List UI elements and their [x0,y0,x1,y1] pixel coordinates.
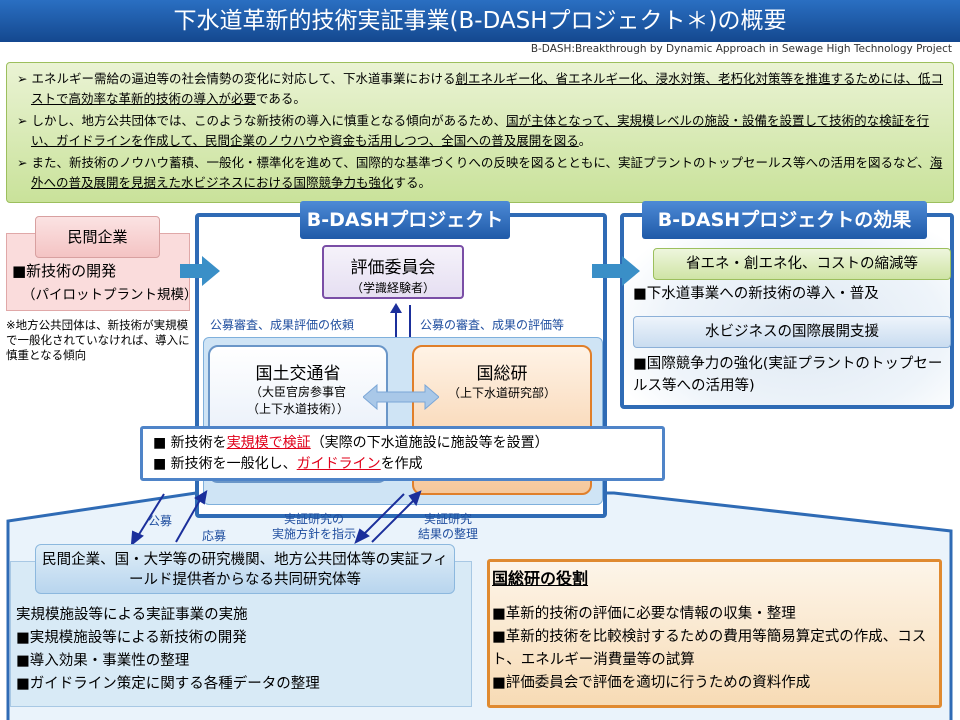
flow-arrows-icon [130,490,422,547]
evaluation-committee: 評価委員会 （学識経験者） [322,245,464,299]
nilim-sub: （上下水道研究部） [447,386,556,400]
nilim-name: 国総研 [476,364,528,384]
page-title: 下水道革新的技術実証事業(B-DASHプロジェクト＊)の概要 [0,0,960,42]
intro-text: する。 [393,175,432,190]
nilim-role-item: ■評価委員会で評価を適切に行うための資料作成 [492,675,811,691]
nilim-role-box [487,559,942,708]
effect-energy-heading: 省エネ・創エネ化、コストの縮減等 [653,248,951,280]
task-line-1: ■ 新技術を実規模で検証（実際の下水道施設に施設等を設置） [153,433,652,454]
task-text: ■ 新技術を一般化し、 [153,456,297,472]
effect-energy-body: ■下水道事業への新技術の導入・普及 [633,286,879,302]
label-review: 公募の審査、成果の評価等 [420,318,565,332]
subtitle: B-DASH:Breakthrough by Dynamic Approach … [530,43,952,55]
arrow-right-icon [592,256,640,286]
nilim-role-item: ■革新的技術の評価に必要な情報の収集・整理 [492,606,796,622]
label-policy: 実証研究の 実施方針を指示 [271,512,356,541]
intro-line-3: ➢ また、新技術のノウハウ蓄積、一般化・標準化を進めて、国際的な基準づくりへの反… [17,155,943,190]
consortium-item: ■ガイドライン策定に関する各種データの整理 [16,676,320,692]
task-highlight: 実規模で検証 [226,435,311,451]
intro-text: エネルギー需給の逼迫等の社会情勢の変化に対応して、下水道事業における [31,71,456,86]
effect-water-business-body: ■国際競争力の強化(実証プラントのトップセールス等への活用等) [633,356,943,394]
private-company-line: （パイロットプラント規模） [22,287,198,303]
task-text: ■ 新技術を [153,435,227,451]
intro-text: 。 [578,133,592,148]
effect-title: B-DASHプロジェクトの効果 [642,201,927,239]
label-oubo: 応募 [202,529,227,543]
task-text: （実際の下水道施設に施設等を設置） [310,435,549,451]
nilim-role-list: ■革新的技術の評価に必要な情報の収集・整理 ■革新的技術を比較検討するための費用… [492,603,940,695]
title-text: 下水道革新的技術実証事業(B-DASHプロジェクト＊)の概要 [173,8,787,34]
consortium-item: ■導入効果・事業性の整理 [16,653,190,669]
nilim-role-title: 国総研の役割 [492,569,589,588]
label-results: 実証研究 結果の整理 [417,512,478,541]
effect-water-business-heading: 水ビジネスの国際展開支援 [633,316,951,348]
intro-box: ➢ エネルギー需給の逼迫等の社会情勢の変化に対応して、下水道事業における創エネル… [6,62,954,203]
task-text: を作成 [380,456,423,472]
committee-sub: （学識経験者） [350,281,435,295]
intro-text: しかし、地方公共団体では、このような新技術の導入に慎重となる傾向があるため、 [31,113,507,128]
consortium-item: ■実規模施設等による新技術の開発 [16,630,247,646]
committee-name: 評価委員会 [350,258,436,278]
label-request: 公募審査、成果評価の依頼 [210,318,355,332]
intro-text: また、新技術のノウハウ蓄積、一般化・標準化を進めて、国際的な基準づくりへの反映を… [31,155,930,170]
consortium-list: 実規模施設等による実証事業の実施 ■実規模施設等による新技術の開発 ■導入効果・… [16,604,471,696]
task-highlight: ガイドライン [296,456,381,472]
intro-emphasis: 国が主体となって、実規模レベルの施設・設備を設置して技術的な検証を行い、ガイドラ… [31,113,930,148]
effect-frame [620,213,954,409]
mlit-name: 国土交通省 [255,364,341,384]
private-company-line: ■新技術の開発 [12,262,117,280]
task-line-2: ■ 新技術を一般化し、ガイドラインを作成 [153,454,652,475]
nilim-role-item: ■革新的技術を比較検討するための費用等簡易算定式の作成、コスト、エネルギー消費量… [492,629,927,668]
intro-emphasis: 創エネルギー化、省エネルギー化、浸水対策、老朽化対策等を推進するためには、低コス… [31,71,943,106]
private-company-note: ※地方公共団体は、新技術が実規模で一般化されていなければ、導入に慎重となる傾向 [6,318,190,362]
intro-text: である。 [256,91,306,106]
bdash-title: B-DASHプロジェクト [300,201,510,239]
arrow-right-icon [180,256,220,286]
task-box: ■ 新技術を実規模で検証（実際の下水道施設に施設等を設置） ■ 新技術を一般化し… [140,426,665,481]
label-koubo: 公募 [148,514,173,528]
intro-line-1: ➢ エネルギー需給の逼迫等の社会情勢の変化に対応して、下水道事業における創エネル… [17,71,943,106]
mlit-sub: （大臣官房参事官 [249,385,346,399]
intro-line-2: ➢ しかし、地方公共団体では、このような新技術の導入に慎重となる傾向があるため、… [17,113,930,148]
consortium-heading: 民間企業、国・大学等の研究機関、地方公共団体等の実証フィールド提供者からなる共同… [35,544,455,594]
private-company-heading: 民間企業 [35,216,160,258]
mlit-sub: （上下水道技術）） [246,402,349,416]
double-arrow-icon [363,384,439,410]
intro-emphasis: 海外への普及展開を見据えた水ビジネスにおける国際競争力も強化 [31,155,943,190]
consortium-item: 実規模施設等による実証事業の実施 [16,607,248,623]
